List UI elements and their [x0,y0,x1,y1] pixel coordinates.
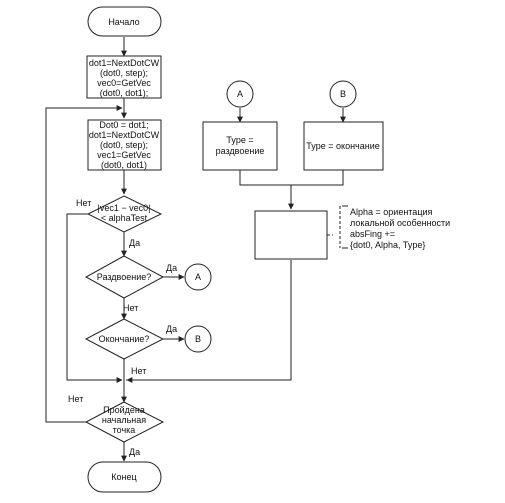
process-store-feature [254,210,328,260]
connector-b-in: B [329,80,357,108]
annotation-note: Alpha = ориентация локальной особенности… [342,205,450,250]
start-label: Начало [108,17,139,27]
annotation-line-4: {dot0, Alpha, Type} [350,240,425,250]
process-init-line-4: (dot0, dot1); [100,88,149,98]
process-type-split: Type = раздвоение [202,121,278,171]
label-no-angle: Нет [76,198,91,208]
decision-end-label: Окончание? [99,334,150,344]
connector-b-in-label: B [340,89,346,99]
decision-split-label: Раздвоение? [97,272,152,282]
connector-b-out: B [184,325,212,353]
annotation-line-1: Alpha = ориентация [350,207,432,217]
process-step-line-2: dot1=NextDotCW [89,130,160,140]
connector-a-in: A [226,80,254,108]
decision-start-passed-line-3: точка [113,425,136,435]
label-yes-angle: Да [129,238,140,248]
branch-labels: Нет Да Да Нет Да Нет Нет Да [68,198,177,457]
connector-a-in-label: A [237,89,243,99]
label-no-start: Нет [68,394,83,404]
type-split-line-1: Type = [226,135,253,145]
connector-b-out-label: B [195,334,201,344]
connector-lines [45,37,346,462]
process-init-line-3: vec0=GetVec [97,78,151,88]
process-type-end: Type = окончание [303,121,384,171]
end-label: Конец [111,472,136,482]
start-terminal: Начало [87,6,162,37]
process-step-line-1: Dot0 = dot1; [99,120,148,130]
type-end-label: Type = окончание [306,141,380,151]
decision-end: Окончание? [84,318,165,360]
process-init-line-2: (dot0, step); [100,68,148,78]
process-block-init: dot1=NextDotCW (dot0, step); vec0=GetVec… [86,55,162,99]
process-step-line-4: vec1=GetVec [97,150,151,160]
connector-a-out-label: A [195,272,201,282]
annotation-line-2: локальной особенности [350,218,450,228]
decision-angle-line-2: < alphaTest [101,213,148,223]
decision-start-passed-line-2: начальная [102,415,146,425]
decision-angle: |vec1 − vec0| < alphaTest [86,195,163,233]
connector-a-out: A [184,263,212,291]
end-terminal: Конец [87,461,162,493]
decision-start-passed: Пройдена начальная точка [84,401,165,443]
annotation-line-3: absFing += [350,229,395,239]
decision-split: Раздвоение? [84,255,165,299]
decision-angle-line-1: |vec1 − vec0| [98,203,151,213]
process-step-line-3: (dot0, step); [100,140,148,150]
process-block-step: Dot0 = dot1; dot1=NextDotCW (dot0, step)… [87,119,162,171]
label-yes-start: Да [129,447,140,457]
type-split-line-2: раздвоение [216,146,265,156]
label-no-end: Нет [131,366,146,376]
decision-start-passed-line-1: Пройдена [103,405,145,415]
label-yes-split: Да [166,263,177,273]
label-yes-end: Да [166,324,177,334]
label-no-split: Нет [123,303,138,313]
process-step-line-5: (dot0, dot1) [101,160,147,170]
process-init-line-1: dot1=NextDotCW [89,58,160,68]
